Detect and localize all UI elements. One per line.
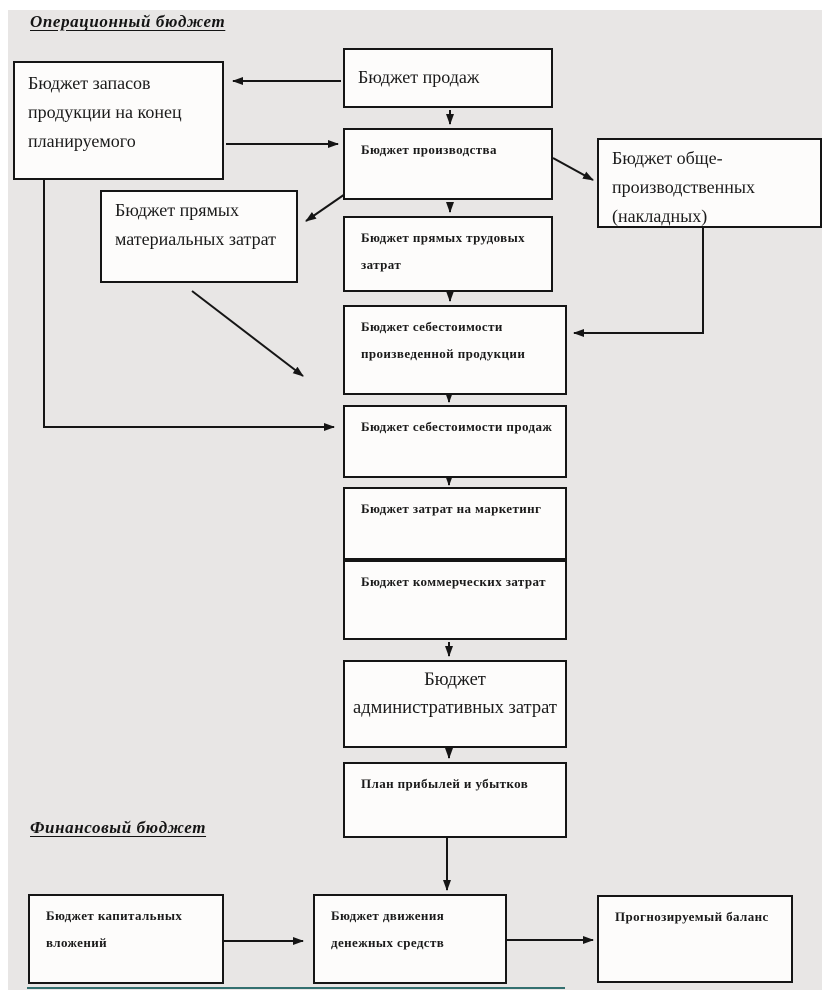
box-overhead-budget: Бюджет обще-производственных (накладных) [597,138,822,228]
box-inventory-budget: Бюджет запасов продукции на конец планир… [13,61,224,180]
box-production-budget: Бюджет производства [343,128,553,200]
box-direct-labor-budget: Бюджет прямых трудовых затрат [343,216,553,292]
box-administrative-costs-budget: Бюджет административных затрат [343,660,567,748]
box-commercial-costs-budget: Бюджет коммерческих затрат [343,560,567,640]
box-sales-budget: Бюджет продаж [343,48,553,108]
box-direct-materials-budget: Бюджет прямых материальных затрат [100,190,298,283]
financial-budget-heading: Финансовый бюджет [30,818,207,837]
box-capital-investments-budget: Бюджет капитальных вложений [28,894,224,984]
box-cost-of-sales-budget: Бюджет себестоимости продаж [343,405,567,478]
operational-budget-heading: Операционный бюджет [30,12,226,31]
box-cash-flow-budget: Бюджет движения денежных средств [313,894,507,984]
bottom-edge-accent [27,987,565,989]
box-marketing-costs-budget: Бюджет затрат на маркетинг [343,487,567,560]
box-cost-of-goods-manufactured-budget: Бюджет себестоимости произведенной проду… [343,305,567,395]
box-profit-and-loss-plan: План прибылей и убытков [343,762,567,838]
box-forecast-balance: Прогнозируемый баланс [597,895,793,983]
